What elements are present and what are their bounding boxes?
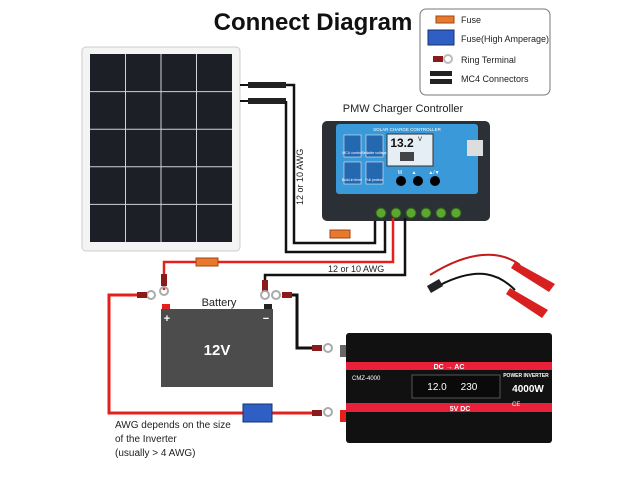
power-inverter: DC → AC 5V DC CMZ-4000 12.0 230 POWER IN… [340, 333, 552, 443]
fuse-icon [435, 15, 455, 24]
battery-voltage: 12V [204, 342, 231, 359]
controller-terminal-screw [435, 207, 447, 219]
controller-terminal-screw [390, 207, 402, 219]
inverter-power: 4000W [512, 384, 544, 395]
battery-label: Battery [202, 297, 237, 309]
battery-minus: − [263, 313, 269, 325]
button-label-up: ▲ [412, 170, 417, 176]
controller-terminal-screw [375, 207, 387, 219]
legend-label-ring: Ring Terminal [461, 55, 516, 65]
battery-plus: + [164, 313, 170, 325]
controller-terminal-screw [420, 207, 432, 219]
inverter-input-reading: 12.0 [427, 382, 447, 393]
inverter-mode: DC → AC [434, 364, 465, 371]
high-amperage-fuse [242, 403, 273, 423]
controller-button-down[interactable] [430, 176, 440, 186]
button-label-menu: M [398, 170, 402, 176]
inverter-positive-wire [107, 293, 322, 415]
controller-terminal-screw [450, 207, 462, 219]
controller-button-menu[interactable] [396, 176, 406, 186]
controller-voltage: 13.2 [390, 136, 414, 150]
feature-timer: Build-in timer [342, 178, 363, 182]
diagram-title: Connect Diagram [214, 9, 413, 36]
battery-fuse-icon [195, 257, 219, 267]
panel-wire-positive [286, 83, 377, 245]
legend-label-mc4: MC4 Connectors [461, 74, 529, 84]
inverter-negative-wire [286, 293, 318, 350]
inverter-usb: 5V DC [450, 406, 471, 413]
high-amperage-fuse-icon [427, 29, 455, 46]
inverter-awg-note-2: of the Inverter [115, 434, 177, 445]
ring-terminal-icon [433, 54, 453, 64]
legend: Fuse Fuse(High Amperage) Ring Terminal M… [419, 8, 551, 96]
usb-port [467, 140, 483, 156]
charge-controller: SOLAR CHARGE CONTROLLER 13.2 V MCU contr… [322, 121, 490, 221]
mc4-connector-icon [430, 71, 452, 84]
button-label-updown: ▲/▼ [428, 170, 439, 176]
controller-header: SOLAR CHARGE CONTROLLER [373, 127, 442, 132]
inverter-awg-note-3: (usually > 4 AWG) [115, 448, 196, 459]
inverter-display [411, 374, 501, 399]
battery: + − 12V [161, 304, 273, 387]
inverter-ce-mark: CE [512, 402, 520, 408]
feature-protect: Full protect [365, 178, 382, 182]
legend-label-high-fuse: Fuse(High Amperage) [461, 34, 549, 44]
controller-button-up[interactable] [413, 176, 423, 186]
battery-clamps-cable [426, 253, 555, 318]
feature-mcu: MCU control [342, 151, 362, 155]
inverter-output-reading: 230 [461, 382, 478, 393]
controller-label: PMW Charger Controller [343, 103, 464, 115]
inverter-title: POWER INVERTER [503, 373, 549, 379]
solar-panel [81, 46, 241, 252]
inverter-model: CMZ-4000 [352, 376, 381, 382]
controller-terminal-screw [405, 207, 417, 219]
battery-awg-label: 12 or 10 AWG [328, 264, 384, 274]
feature-settable: Settable voltage [361, 151, 386, 155]
panel-awg-label: 12 or 10 AWG [295, 149, 305, 205]
mc4-connectors [248, 82, 286, 104]
inverter-awg-note-1: AWG depends on the size [115, 420, 231, 431]
panel-fuse-icon [329, 229, 351, 239]
controller-voltage-unit: V [418, 137, 422, 143]
legend-label-fuse: Fuse [461, 15, 481, 25]
panel-wire-negative [284, 101, 387, 254]
